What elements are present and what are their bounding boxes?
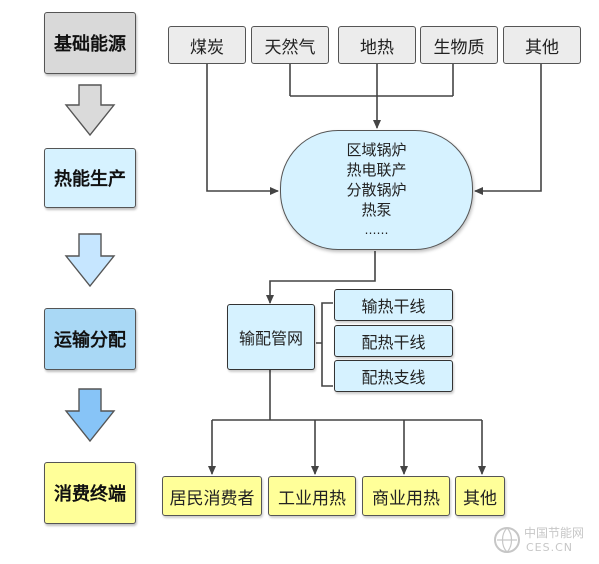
production-to-network-arrow [266, 251, 376, 304]
heat-production-node: 区域锅炉 热电联产 分散锅炉 热泵 …… [280, 130, 473, 250]
distribution-network-label: 输配管网 [238, 329, 303, 348]
source-coal-label: 煤炭 [190, 37, 224, 58]
coal-to-production-arrow [206, 64, 279, 195]
stage-down-arrow-2 [64, 233, 116, 288]
stage-down-arrow-3 [64, 388, 116, 443]
consumer-label: 其他 [463, 488, 497, 509]
stage-consumption-end: 消费终端 [44, 462, 136, 524]
network-line-distribution-main: 配热干线 [334, 325, 453, 357]
source-geothermal-label: 地热 [360, 37, 394, 58]
consumer-residential: 居民消费者 [162, 476, 262, 516]
distribution-network-node: 输配管网 [227, 304, 315, 370]
production-item: 热泵 [361, 201, 392, 219]
stage-transport-distribution: 运输分配 [44, 308, 136, 370]
watermark-logo: 中国节能网 CES.CN [492, 522, 592, 558]
source-geothermal: 地热 [338, 26, 416, 64]
stage-consumption-end-label: 消费终端 [54, 484, 126, 505]
consumer-industrial: 工业用热 [268, 476, 356, 516]
source-other: 其他 [503, 26, 581, 64]
consumer-commercial: 商业用热 [362, 476, 450, 516]
production-item: 区域锅炉 [346, 141, 407, 159]
other-source-to-production-arrow [474, 64, 542, 195]
network-line-transmission-main: 输热干线 [334, 289, 453, 321]
stage-down-arrow-1 [64, 84, 116, 137]
network-bracket [316, 302, 333, 387]
stage-heat-production: 热能生产 [44, 148, 136, 208]
source-natural-gas: 天然气 [251, 26, 329, 64]
consumer-label: 居民消费者 [169, 488, 255, 509]
watermark-globe-icon [494, 527, 520, 553]
source-other-label: 其他 [525, 37, 559, 58]
network-line-label: 配热干线 [361, 333, 426, 352]
source-biomass-label: 生物质 [433, 37, 485, 58]
watermark-text: 中国节能网 [524, 526, 585, 540]
network-line-distribution-branch: 配热支线 [334, 360, 453, 392]
network-line-label: 配热支线 [361, 368, 426, 387]
production-item: 热电联产 [346, 161, 407, 179]
production-item: 分散锅炉 [346, 181, 407, 199]
consumer-label: 商业用热 [372, 488, 440, 509]
source-coal: 煤炭 [168, 26, 246, 64]
watermark-subtext: CES.CN [526, 541, 574, 554]
stage-transport-distribution-label: 运输分配 [54, 330, 126, 351]
consumer-label: 工业用热 [278, 488, 346, 509]
stage-heat-production-label: 热能生产 [54, 169, 126, 190]
stage-basic-energy: 基础能源 [44, 12, 136, 74]
network-line-label: 输热干线 [361, 297, 426, 316]
source-natural-gas-label: 天然气 [264, 37, 316, 58]
consumer-other: 其他 [455, 476, 505, 516]
production-item-ellipsis: …… [364, 223, 389, 237]
source-biomass: 生物质 [420, 26, 498, 64]
stage-basic-energy-label: 基础能源 [54, 34, 126, 55]
